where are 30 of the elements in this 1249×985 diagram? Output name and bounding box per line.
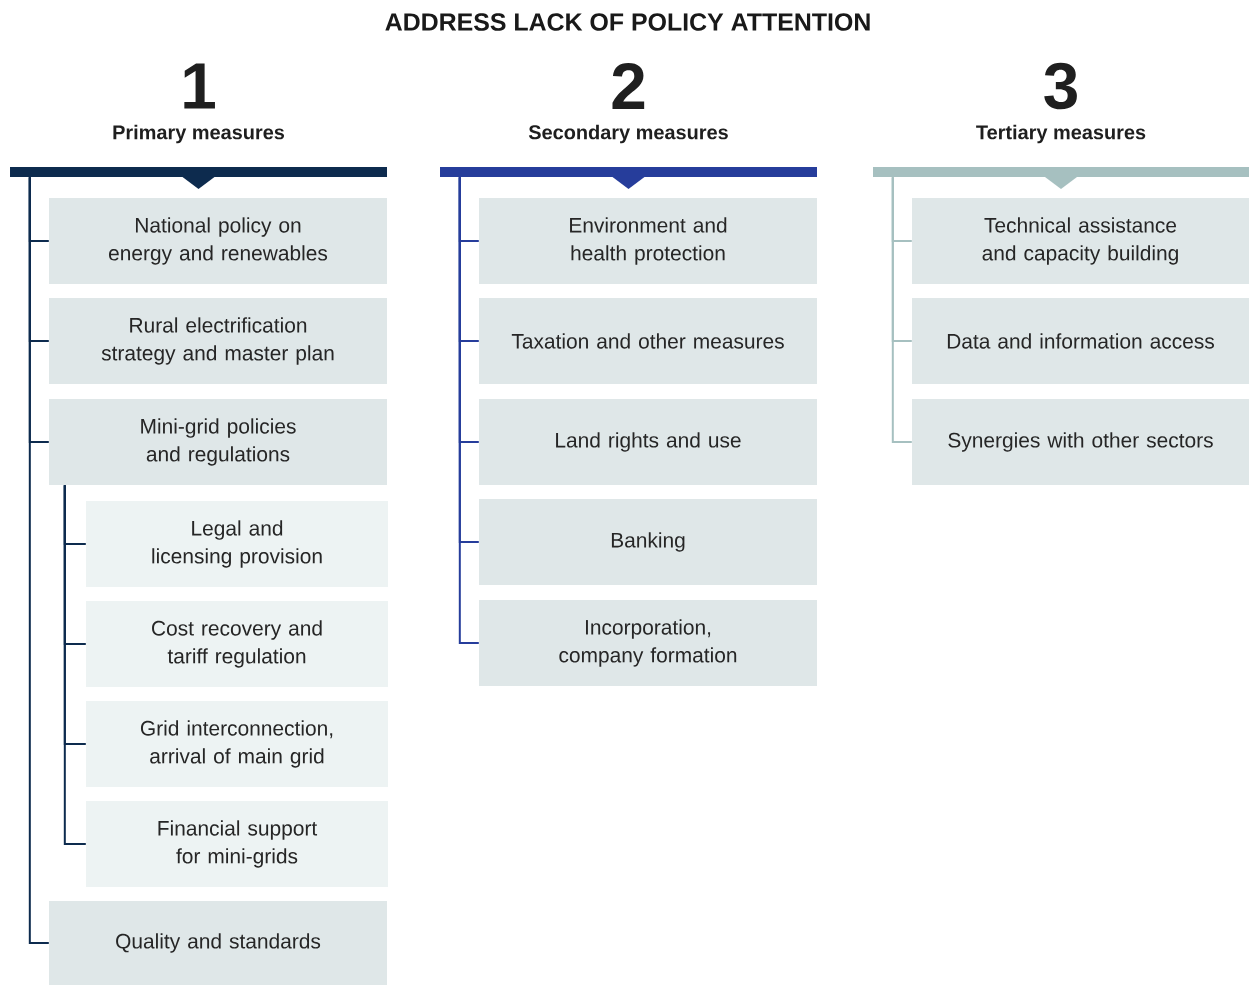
header-bar: 2 Secondary measures	[440, 63, 817, 189]
measure-box: Quality and standards	[49, 901, 387, 985]
connector-line	[28, 176, 50, 944]
measure-box: Grid interconnection, arrival of main grid	[86, 701, 388, 787]
measure-box: Taxation and other measures	[479, 298, 817, 384]
measure-box: Mini-grid policies and regulations	[49, 399, 387, 485]
measure-box: Environment and health protection	[479, 198, 817, 284]
connector-line	[63, 484, 87, 845]
node-label: Secondary measures	[528, 124, 728, 144]
header-bar: 1 Primary measures	[10, 63, 387, 189]
measure-box: Data and information access	[912, 298, 1249, 384]
measure-box: Rural electrification strategy and master plan	[49, 298, 387, 384]
node-label: 3	[1044, 62, 1077, 110]
measure-box: Legal and licensing provision	[86, 501, 388, 587]
measure-box: Incorporation, company formation	[479, 600, 817, 686]
node-label: 1	[184, 63, 215, 109]
header-bar: 3 Tertiary measures	[873, 62, 1249, 189]
measure-box: National policy on energy and renewables	[49, 198, 387, 284]
measure-box: Financial support for mini-grids	[86, 801, 388, 887]
measure-box: Cost recovery and tariff regulation	[86, 601, 388, 687]
node-label: Primary measures	[113, 124, 285, 144]
measure-box: Land rights and use	[479, 399, 817, 485]
node-label: Tertiary measures	[976, 124, 1146, 144]
title: ADDRESS LACK OF POLICY ATTENTION	[385, 13, 870, 31]
measure-box: Synergies with other sectors	[912, 399, 1249, 485]
measure-box: Banking	[479, 499, 817, 585]
connector-line	[458, 176, 480, 644]
connector-line	[891, 176, 913, 443]
node-label: 2	[612, 63, 645, 109]
measure-box: Technical assistance and capacity building	[912, 198, 1249, 284]
